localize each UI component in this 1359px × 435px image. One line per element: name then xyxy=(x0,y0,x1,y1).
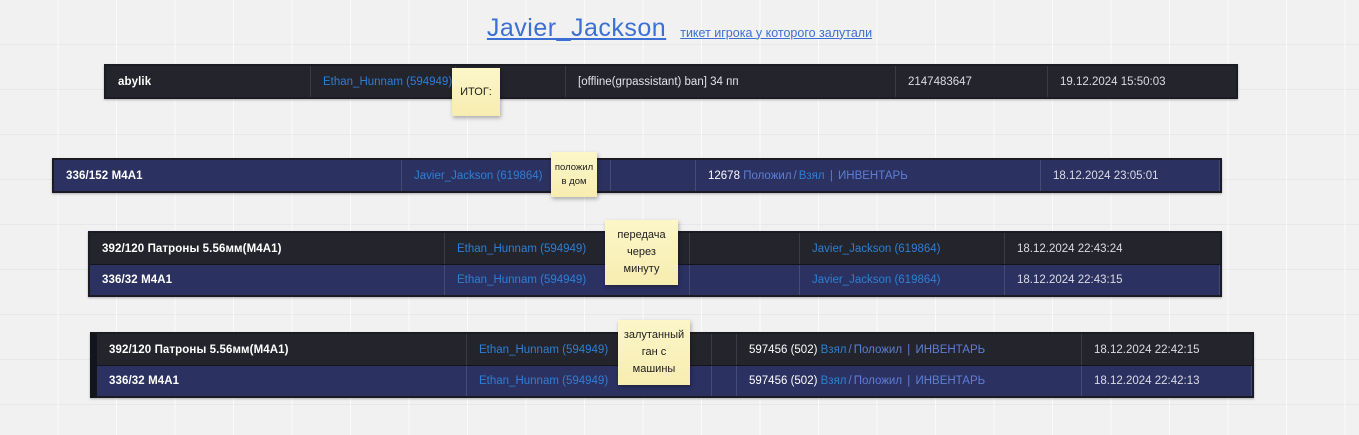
cell-date: 18.12.2024 22:43:24 xyxy=(1017,242,1123,255)
cell-item: 336/32 M4A1 xyxy=(90,265,445,295)
cell-date: 18.12.2024 22:43:15 xyxy=(1005,265,1220,295)
link-action-a[interactable]: Взял xyxy=(820,375,847,387)
cell-detail: [offline(grpassistant) ban] 34 пп xyxy=(566,66,896,97)
cell-item: abylik xyxy=(106,66,311,97)
link-source[interactable]: ИНВЕНТАРЬ xyxy=(838,169,908,182)
cell-date: 18.12.2024 23:05:01 xyxy=(1041,160,1220,191)
cell-spacer xyxy=(712,366,737,396)
table-ban-record: abylik Ethan_Hunnam (594949) [offline(gr… xyxy=(104,64,1238,99)
action-pipe: | xyxy=(904,343,914,356)
cell-action-group: 597456 (502) Взял/Положил | ИНВЕНТАРЬ xyxy=(737,366,1082,396)
link-source[interactable]: ИНВЕНТАРЬ xyxy=(915,343,986,356)
cell-item: 336/32 M4A1 xyxy=(97,366,467,396)
cell-player-from[interactable]: Ethan_Hunnam (594949) xyxy=(445,265,690,295)
link-action-a[interactable]: Взял xyxy=(820,343,847,356)
cell-player[interactable]: Ethan_Hunnam (594949) xyxy=(467,334,712,365)
cell-date: 18.12.2024 22:42:13 xyxy=(1082,366,1252,396)
cell-id: 597456 (502) xyxy=(749,343,818,356)
cell-id: 597456 (502) xyxy=(749,375,818,387)
page-title-link[interactable]: Javier_Jackson xyxy=(486,14,667,42)
cell-player-to[interactable]: Javier_Jackson (619864) xyxy=(800,265,1005,295)
note-itog[interactable]: ИТОГ: xyxy=(452,68,500,116)
link-action-a[interactable]: Положил xyxy=(743,169,792,182)
cell-player[interactable]: Ethan_Hunnam (594949) xyxy=(467,366,712,396)
cell-spacer xyxy=(712,334,737,365)
cell-action-group: 12678 Положил/Взял | ИНВЕНТАРЬ xyxy=(696,160,1041,191)
action-pipe: | xyxy=(904,375,914,387)
cell-action-group: 597456 (502) Взял/Положил | ИНВЕНТАРЬ xyxy=(737,334,1082,365)
cell-date: 18.12.2024 22:42:15 xyxy=(1094,343,1200,356)
cell-player-to[interactable]: Javier_Jackson (619864) xyxy=(800,233,1005,264)
cell-item: 392/120 Патроны 5.56мм(M4A1) xyxy=(90,233,445,264)
link-action-b[interactable]: Положил xyxy=(853,343,903,356)
cell-item: 336/152 M4A1 xyxy=(54,160,402,191)
cell-spacer xyxy=(690,265,800,295)
action-pipe: | xyxy=(826,169,837,182)
cell-id: 12678 xyxy=(708,169,740,182)
link-action-b[interactable]: Взял xyxy=(798,169,825,182)
cell-spacer xyxy=(690,233,800,264)
cell-player-from[interactable]: Ethan_Hunnam (594949) xyxy=(445,233,690,264)
ticket-description-link[interactable]: тикет игрока у которого залутали xyxy=(680,25,873,40)
action-slash: / xyxy=(848,343,852,356)
action-slash: / xyxy=(848,375,852,387)
cell-spacer xyxy=(456,66,566,97)
cell-player[interactable]: Ethan_Hunnam (594949) xyxy=(311,66,456,97)
link-source[interactable]: ИНВЕНТАРЬ xyxy=(915,375,986,387)
table-row[interactable]: 336/152 M4A1 Javier_Jackson (619864) 126… xyxy=(54,160,1220,191)
cell-item: 392/120 Патроны 5.56мм(M4A1) xyxy=(97,334,467,365)
cell-amount: 2147483647 xyxy=(896,66,1048,97)
table-row[interactable]: abylik Ethan_Hunnam (594949) [offline(gr… xyxy=(106,66,1236,97)
cell-date: 19.12.2024 15:50:03 xyxy=(1060,75,1166,88)
table-house-deposit: 336/152 M4A1 Javier_Jackson (619864) 126… xyxy=(52,158,1222,193)
cell-player[interactable]: Javier_Jackson (619864) xyxy=(402,160,611,191)
page-header: Javier_Jackson тикет игрока у которого за… xyxy=(0,14,1359,43)
link-action-b[interactable]: Положил xyxy=(853,375,903,387)
action-slash: / xyxy=(793,169,797,182)
cell-spacer xyxy=(611,160,696,191)
